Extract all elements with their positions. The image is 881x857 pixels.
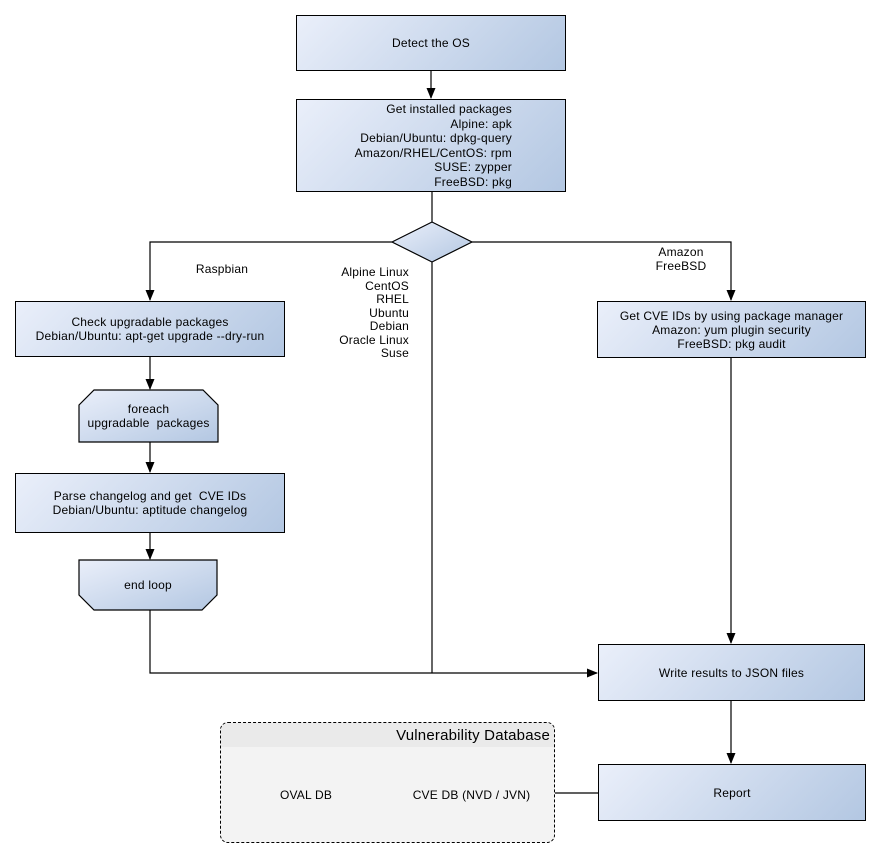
foreach-loop-shape: [78, 389, 219, 443]
node-write-results-json: Write results to JSON files: [598, 644, 865, 701]
node-get-installed-packages-label: Get installed packages Alpine: apk Debia…: [354, 102, 512, 189]
edge-label-amazon-freebsd: Amazon FreeBSD: [655, 245, 707, 273]
node-parse-changelog-label: Parse changelog and get CVE IDs Debian/U…: [52, 489, 248, 517]
node-cve-db: CVE DB (NVD / JVN): [403, 770, 540, 819]
node-end-loop-label: end loop: [124, 578, 172, 592]
node-write-results-json-label: Write results to JSON files: [658, 665, 805, 680]
node-detect-os: Detect the OS: [296, 15, 566, 71]
node-report: Report: [598, 764, 866, 821]
node-parse-changelog: Parse changelog and get CVE IDs Debian/U…: [15, 473, 285, 533]
node-end-loop: end loop: [79, 560, 217, 610]
connector-endloop-to-write-json: [149, 610, 598, 678]
os-decision-diamond: [390, 221, 474, 263]
vulnerability-database-group: Vulnerability Database: [220, 722, 555, 843]
end-loop-shape: [78, 559, 218, 611]
node-check-upgradable-packages-label: Check upgradable packages Debian/Ubuntu:…: [35, 315, 265, 343]
node-check-upgradable-packages: Check upgradable packages Debian/Ubuntu:…: [15, 301, 285, 357]
node-get-cve-ids-package-manager: Get CVE IDs by using package manager Ama…: [597, 301, 866, 358]
node-detect-os-label: Detect the OS: [392, 36, 470, 50]
node-get-installed-packages: Get installed packages Alpine: apk Debia…: [296, 99, 566, 192]
node-foreach-loop-label: foreach upgradable packages: [87, 402, 210, 430]
node-get-cve-ids-package-manager-label: Get CVE IDs by using package manager Ama…: [619, 308, 844, 351]
node-oval-db: OVAL DB: [238, 770, 374, 819]
node-foreach-loop: foreach upgradable packages: [79, 390, 218, 442]
vulnerability-database-title: Vulnerability Database: [221, 723, 554, 747]
node-oval-db-label: OVAL DB: [279, 787, 333, 802]
edge-label-raspbian: Raspbian: [195, 262, 249, 276]
connector-decision-to-get-cve: [472, 241, 736, 301]
edge-label-os-list: Alpine Linux CentOS RHEL Ubuntu Debian O…: [339, 265, 409, 360]
connector-decision-to-check-upgradable: [145, 241, 392, 301]
node-report-label: Report: [713, 785, 751, 800]
node-cve-db-label: CVE DB (NVD / JVN): [412, 787, 531, 802]
